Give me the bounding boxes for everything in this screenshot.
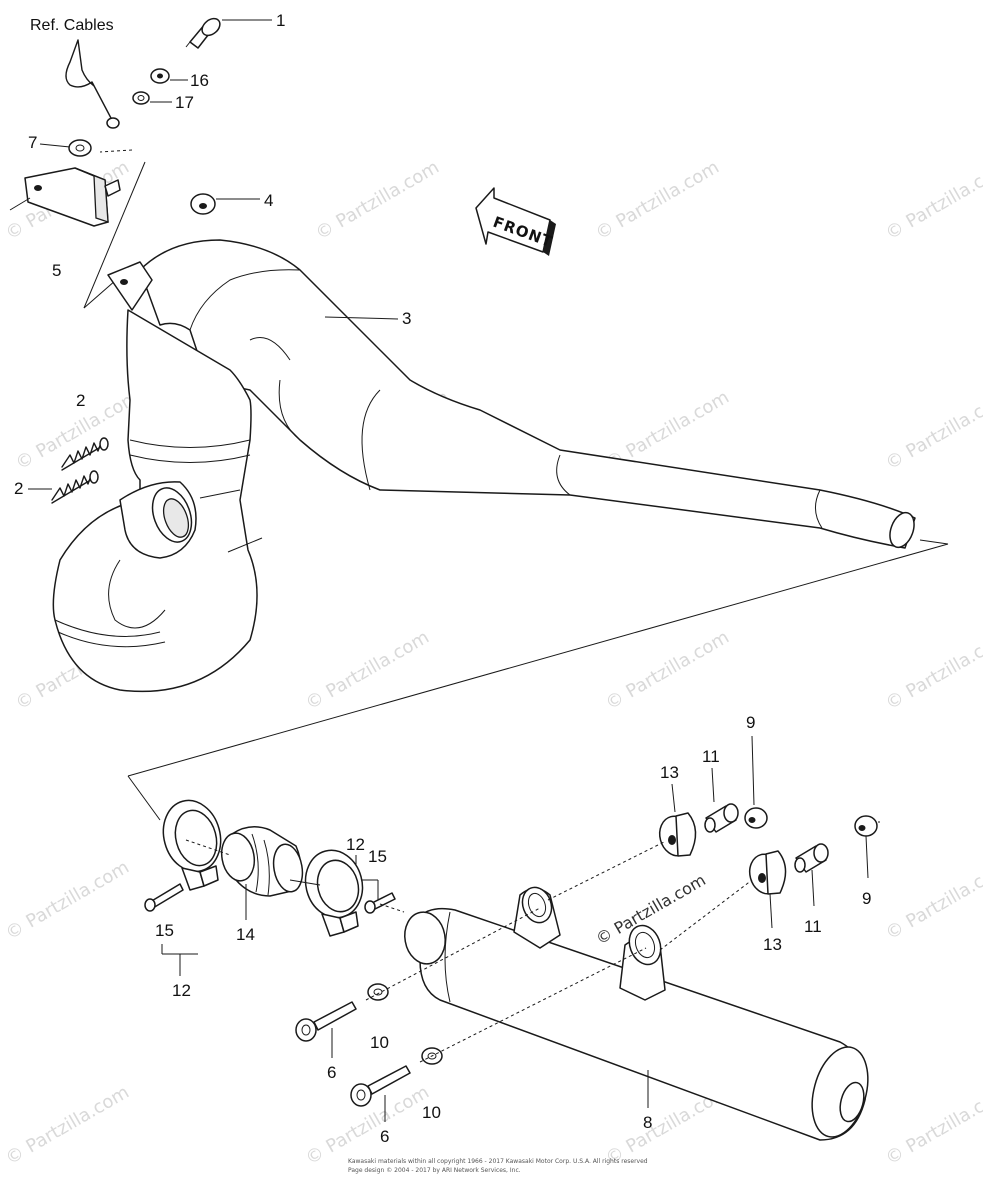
callout-15-left: 15 [155,921,174,940]
nut-part-9-upper [744,807,768,829]
callout-13-upper: 13 [660,763,679,782]
front-arrow: FRONT [475,187,556,256]
callout-2-lower: 2 [14,479,23,498]
section-divider [127,543,949,777]
nut-hole [748,817,756,823]
collar-part-11-lower [794,843,829,873]
callout-10-upper: 10 [370,1033,389,1052]
callout-1: 1 [276,11,285,30]
grommet-part-13-upper [658,812,697,857]
callout-6-lower: 6 [380,1127,389,1146]
collar-part-11-upper [704,803,739,833]
bolt-part-6-lower [350,1065,411,1107]
leader-line [751,735,755,806]
washer-part-7 [68,139,92,157]
watermark: © Partzilla.com [882,627,983,715]
assembly-dotted-lines [99,149,880,1063]
section-divider [127,775,161,821]
watermark: © Partzilla.com [882,1082,983,1170]
clamp-part-12-left [162,799,222,891]
callout-11-upper: 11 [702,747,720,766]
washer-hole [427,1052,437,1060]
callout-8: 8 [643,1113,652,1132]
callout-17: 17 [175,93,194,112]
callout-15-mid: 15 [368,847,387,866]
leader-line [39,143,71,148]
callout-13-lower: 13 [763,935,782,954]
callout-4: 4 [264,191,273,210]
washer-hole [75,144,85,152]
nut-part-9-lower [854,815,878,837]
watermark: © Partzilla.com [2,857,133,945]
watermark: © Partzilla.com [602,627,733,715]
callout-9-lower: 9 [862,889,871,908]
gasket-part-14 [220,826,304,897]
section-divider [919,539,949,545]
cable-eyelet [106,117,120,129]
callout-7: 7 [28,133,37,152]
watermark: © Partzilla.com [2,1082,133,1170]
clamp-part-12-mid [304,849,364,937]
bolt-part-15-left [144,883,184,912]
leader-line [769,893,773,929]
callout-5: 5 [52,261,61,280]
bolt-part-6-upper [295,1001,357,1042]
callout-9-upper: 9 [746,713,755,732]
leader-line [811,869,815,907]
copyright-line-2: Page design © 2004 - 2017 by ARI Network… [348,1167,521,1174]
washer-hole [373,988,383,996]
leader-line [83,279,117,309]
watermark: © Partzilla.com [882,387,983,475]
grommet-part-13-lower [748,850,787,895]
spring-part-2-lower [51,470,99,504]
washer-part-10-upper [367,983,389,1001]
callout-12-left: 12 [172,981,191,1000]
callout-12-mid: 12 [346,835,365,854]
cable-hook [65,39,113,121]
callout-6-upper: 6 [327,1063,336,1082]
exhaust-pipe-part-3 [52,239,916,693]
watermark: © Partzilla.com [592,157,723,245]
watermark: © Partzilla.com [312,157,443,245]
washer-part-17 [132,91,150,105]
callout-11-lower: 11 [804,917,822,936]
watermark: © Partzilla.com [882,857,983,945]
leader-line [671,783,676,813]
leader-line [711,767,715,803]
leader-line [9,197,31,211]
callout-14: 14 [236,925,255,944]
watermark: © Partzilla.com [882,157,983,245]
callout-16: 16 [190,71,209,90]
callout-3: 3 [402,309,411,328]
spring-part-2-upper [61,437,109,471]
ref-cables-label: Ref. Cables [30,17,114,34]
watermark: © Partzilla.com [302,627,433,715]
callout-2-upper: 2 [76,391,85,410]
leader-line [324,316,399,320]
bolt-part-1 [185,17,221,49]
silencer-part-8 [404,886,869,1141]
leader-line [83,161,146,309]
leader-line [289,879,321,886]
copyright-line-1: Kawasaki materials within all copyright … [348,1158,648,1165]
bracket-part-5 [24,167,121,227]
callout-10-lower: 10 [422,1103,441,1122]
nut-hole [858,825,866,831]
leader-line [865,835,869,879]
washer-hole [137,95,145,101]
bolt-part-15-mid [364,892,396,914]
nut-hole [157,73,163,79]
grommet-hole [199,203,207,209]
